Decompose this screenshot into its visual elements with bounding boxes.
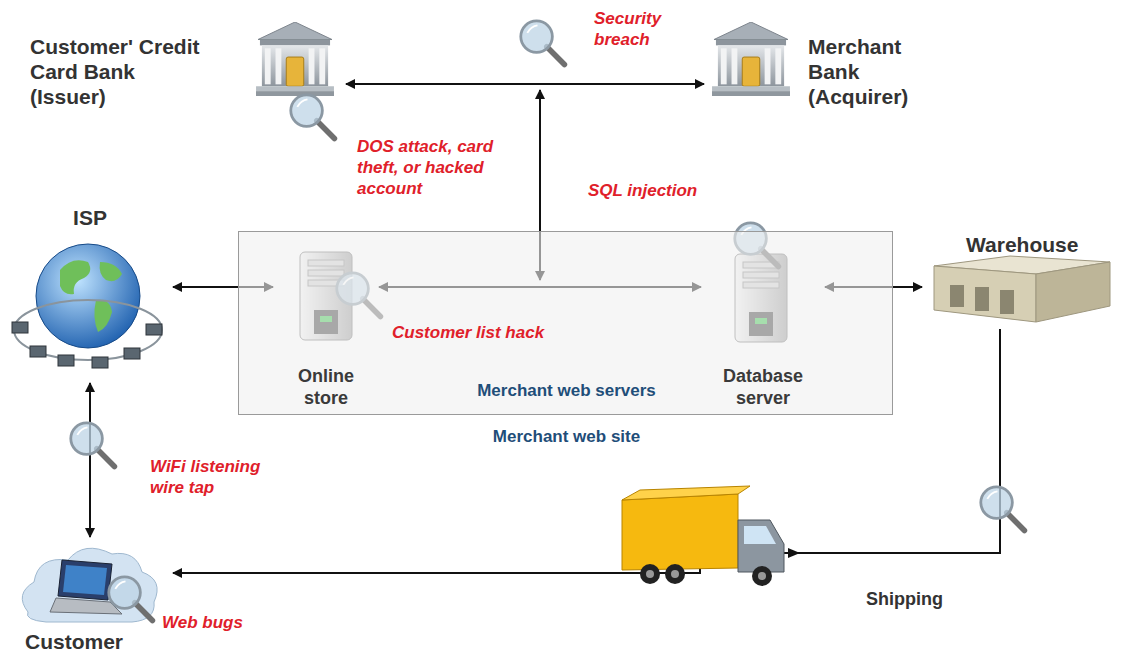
magnifier-icon bbox=[109, 577, 153, 621]
node-label: Customer' Credit Card Bank (Issuer) bbox=[30, 34, 215, 109]
server-node: Online store bbox=[281, 251, 371, 413]
magnifier-icon bbox=[521, 21, 565, 65]
node-label: ISP bbox=[15, 205, 165, 230]
node-label: Online store bbox=[281, 365, 371, 409]
bank-node: Merchant Bank (Acquirer) bbox=[712, 22, 962, 122]
isp-node: ISP bbox=[15, 205, 165, 375]
shipping-label: Shipping bbox=[866, 588, 976, 610]
bank-icon bbox=[254, 22, 336, 96]
threat-callout: DOS attack, card theft, or hacked accoun… bbox=[357, 136, 527, 199]
connector-arrow bbox=[346, 83, 704, 85]
warehouse-node: Warehouse bbox=[930, 232, 1115, 325]
arrow-head bbox=[788, 548, 800, 558]
node-label: Customer bbox=[25, 629, 165, 654]
bank-node: Customer' Credit Card Bank (Issuer) bbox=[28, 22, 338, 122]
magnifier-icon bbox=[981, 487, 1025, 531]
node-label: Warehouse bbox=[966, 232, 1106, 257]
threat-callout: Web bugs bbox=[162, 612, 282, 633]
customer-laptop-icon bbox=[22, 548, 157, 622]
warehouse-icon bbox=[934, 256, 1110, 322]
node-label: Merchant web site bbox=[239, 426, 894, 447]
connector-arrow bbox=[89, 383, 91, 537]
customer-node: Customer bbox=[15, 545, 165, 658]
threat-callout: Security breach bbox=[594, 8, 704, 50]
threat-callout: WiFi listening wire tap bbox=[150, 456, 270, 498]
threat-callout: Customer list hack bbox=[392, 322, 562, 343]
globe-icon bbox=[12, 244, 162, 368]
truck-icon bbox=[622, 486, 784, 586]
threat-callout: SQL injection bbox=[588, 180, 728, 201]
magnifier-icon bbox=[291, 95, 335, 139]
bank-icon bbox=[710, 22, 792, 96]
node-label: Merchant Bank (Acquirer) bbox=[808, 34, 953, 109]
node-label: Database server bbox=[709, 365, 817, 409]
site-box: Merchant web serversMerchant web siteOnl… bbox=[238, 231, 893, 415]
server-node: Database server bbox=[709, 253, 817, 413]
magnifier-icon bbox=[71, 423, 115, 467]
